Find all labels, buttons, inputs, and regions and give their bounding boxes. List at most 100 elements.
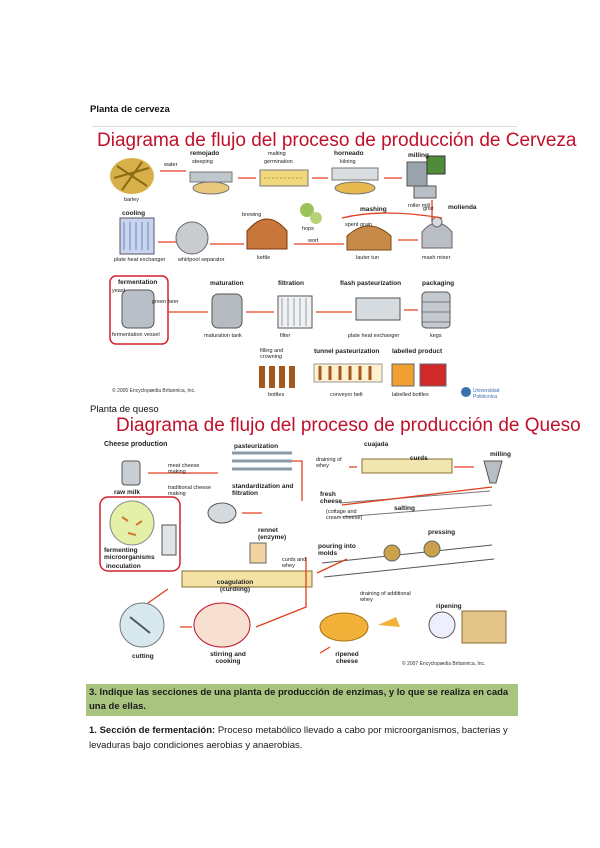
label-tunnel-pasteurization: tunnel pasteurization (314, 348, 379, 355)
ripening-shelf (429, 611, 506, 643)
hops-illustration (300, 203, 322, 224)
label-curds-whey: curds and whey (282, 557, 316, 569)
cheese-copyright: © 2007 Encyclopædia Britannica, Inc. (402, 661, 485, 667)
barley-illustration (110, 158, 154, 194)
ripened-cheese (320, 613, 400, 641)
label-cooling: cooling (122, 210, 145, 217)
cheese-diagram-artwork (92, 413, 517, 673)
stirring-vat (194, 603, 250, 647)
maturation-tank (212, 294, 242, 328)
question-3: 3. Indique las secciones de una planta d… (86, 684, 518, 716)
curds-vat (362, 459, 452, 473)
label-maturation-tank: maturation tank (204, 333, 242, 339)
label-green-beer: green beer (152, 299, 179, 305)
label-filter: filter (280, 333, 290, 339)
label-kettle: kettle (257, 255, 270, 261)
label-milling: milling (408, 152, 429, 159)
label-wort: wort (308, 238, 318, 244)
roller-mill (407, 156, 445, 198)
answer-title: Sección de fermentación: (100, 725, 216, 736)
label-flash-pasteurization: flash pasteurization (340, 280, 401, 287)
label-mashing: mashing (360, 206, 387, 213)
label-cheese-production: Cheese production (104, 441, 167, 448)
lauter-tun (347, 226, 391, 250)
label-labelled-product: labelled product (392, 348, 442, 355)
answer-number: 1. (89, 725, 97, 736)
label-conveyor-belt: conveyor belt (330, 392, 363, 398)
label-raw-milk: raw milk (114, 489, 140, 496)
mash-mixer (422, 217, 452, 248)
label-fermentation: fermentation (118, 279, 157, 286)
label-coagulation: coagulation (curdling) (202, 579, 268, 593)
rennet-beaker (250, 543, 266, 563)
label-ripening: ripening (436, 603, 462, 610)
label-labelled-bottles: labelled bottles (392, 392, 429, 398)
label-remojado: remojado (190, 150, 219, 157)
beer-publisher: Universidad Politécnica (473, 388, 517, 400)
label-horneado: horneado (334, 150, 364, 157)
label-fermentation-vessel: fermentation vessel (112, 332, 160, 338)
label-meat-cheese: meat cheese making (168, 463, 210, 475)
inoculation-vessel (162, 525, 176, 555)
label-whirlpool: whirlpool separator (178, 257, 224, 263)
label-curds: curds (410, 455, 428, 462)
label-stirring: stirring and cooking (200, 651, 256, 665)
beer-flow-diagram: Diagrama de flujo del proceso de producc… (92, 126, 517, 404)
label-steeping: steeping (192, 159, 213, 165)
whirlpool-separator (176, 222, 208, 254)
label-pressing: pressing (428, 529, 455, 536)
label-mash-mixer: mash mixer (422, 255, 450, 261)
label-draining-whey: draining of whey (316, 457, 352, 469)
milling-machine (484, 461, 502, 483)
labelled-bottles (392, 364, 446, 386)
filter-unit (278, 296, 312, 328)
label-spent-grain: spent grain (345, 222, 372, 228)
brew-kettle (247, 219, 287, 249)
tunnel-pasteurizer (314, 364, 382, 382)
label-inoculation: inoculation (106, 563, 141, 570)
germination-tray (260, 170, 308, 186)
plate-heat-exchanger (120, 218, 154, 254)
pasteurizer-pipes (232, 453, 292, 469)
label-standardization: standardization and filtration (232, 483, 302, 497)
label-fermenting: fermenting microorganisms (104, 547, 164, 561)
label-water: water (164, 162, 177, 168)
label-cottage: (cottage and cream cheese) (326, 509, 372, 521)
label-yeast: yeast (112, 288, 125, 294)
label-fresh-cheese: fresh cheese (320, 491, 350, 505)
cutting-tool (120, 603, 164, 647)
label-pouring: pouring into molds (318, 543, 360, 557)
cheese-flow-diagram: Diagrama de flujo del proceso de producc… (92, 413, 517, 673)
beer-diagram-artwork (92, 126, 517, 404)
label-pasteurization: pasteurization (234, 443, 278, 450)
label-barley: barley (124, 197, 139, 203)
label-ripened-cheese: ripened cheese (330, 651, 364, 665)
label-packaging: packaging (422, 280, 454, 287)
steeping-tank (190, 172, 232, 194)
britannica-logo (461, 387, 471, 397)
label-traditional: traditional cheese making (168, 485, 214, 497)
label-grist: grist (423, 206, 433, 212)
label-draining-additional: draining of additional whey (360, 591, 414, 603)
label-lauter-tun: lauter tun (356, 255, 379, 261)
kegs (422, 292, 450, 328)
label-hops: hops (302, 226, 314, 232)
bottles-group (259, 366, 295, 388)
label-cuajada: cuajada (364, 441, 388, 448)
microorganisms-dish (110, 501, 154, 545)
kilning-tray (332, 168, 378, 194)
label-plate-heat-exchanger-2: plate heat exchanger (348, 333, 399, 339)
flash-pasteurizer (356, 298, 400, 320)
label-cutting: cutting (132, 653, 154, 660)
label-germination: germination (264, 159, 293, 165)
label-brewing: brewing (242, 212, 261, 218)
raw-milk-can (122, 461, 140, 485)
section-label-beer: Planta de cerveza (90, 104, 170, 115)
label-milling: milling (490, 451, 511, 458)
label-plate-heat-exchanger: plate heat exchanger (114, 257, 165, 263)
label-maturation: maturation (210, 280, 244, 287)
label-rennet: rennet (enzyme) (258, 527, 298, 541)
label-kilning: kilning (340, 159, 356, 165)
answer-block: 1. Sección de fermentación: Proceso meta… (89, 723, 514, 753)
label-malting: malting (268, 151, 286, 157)
